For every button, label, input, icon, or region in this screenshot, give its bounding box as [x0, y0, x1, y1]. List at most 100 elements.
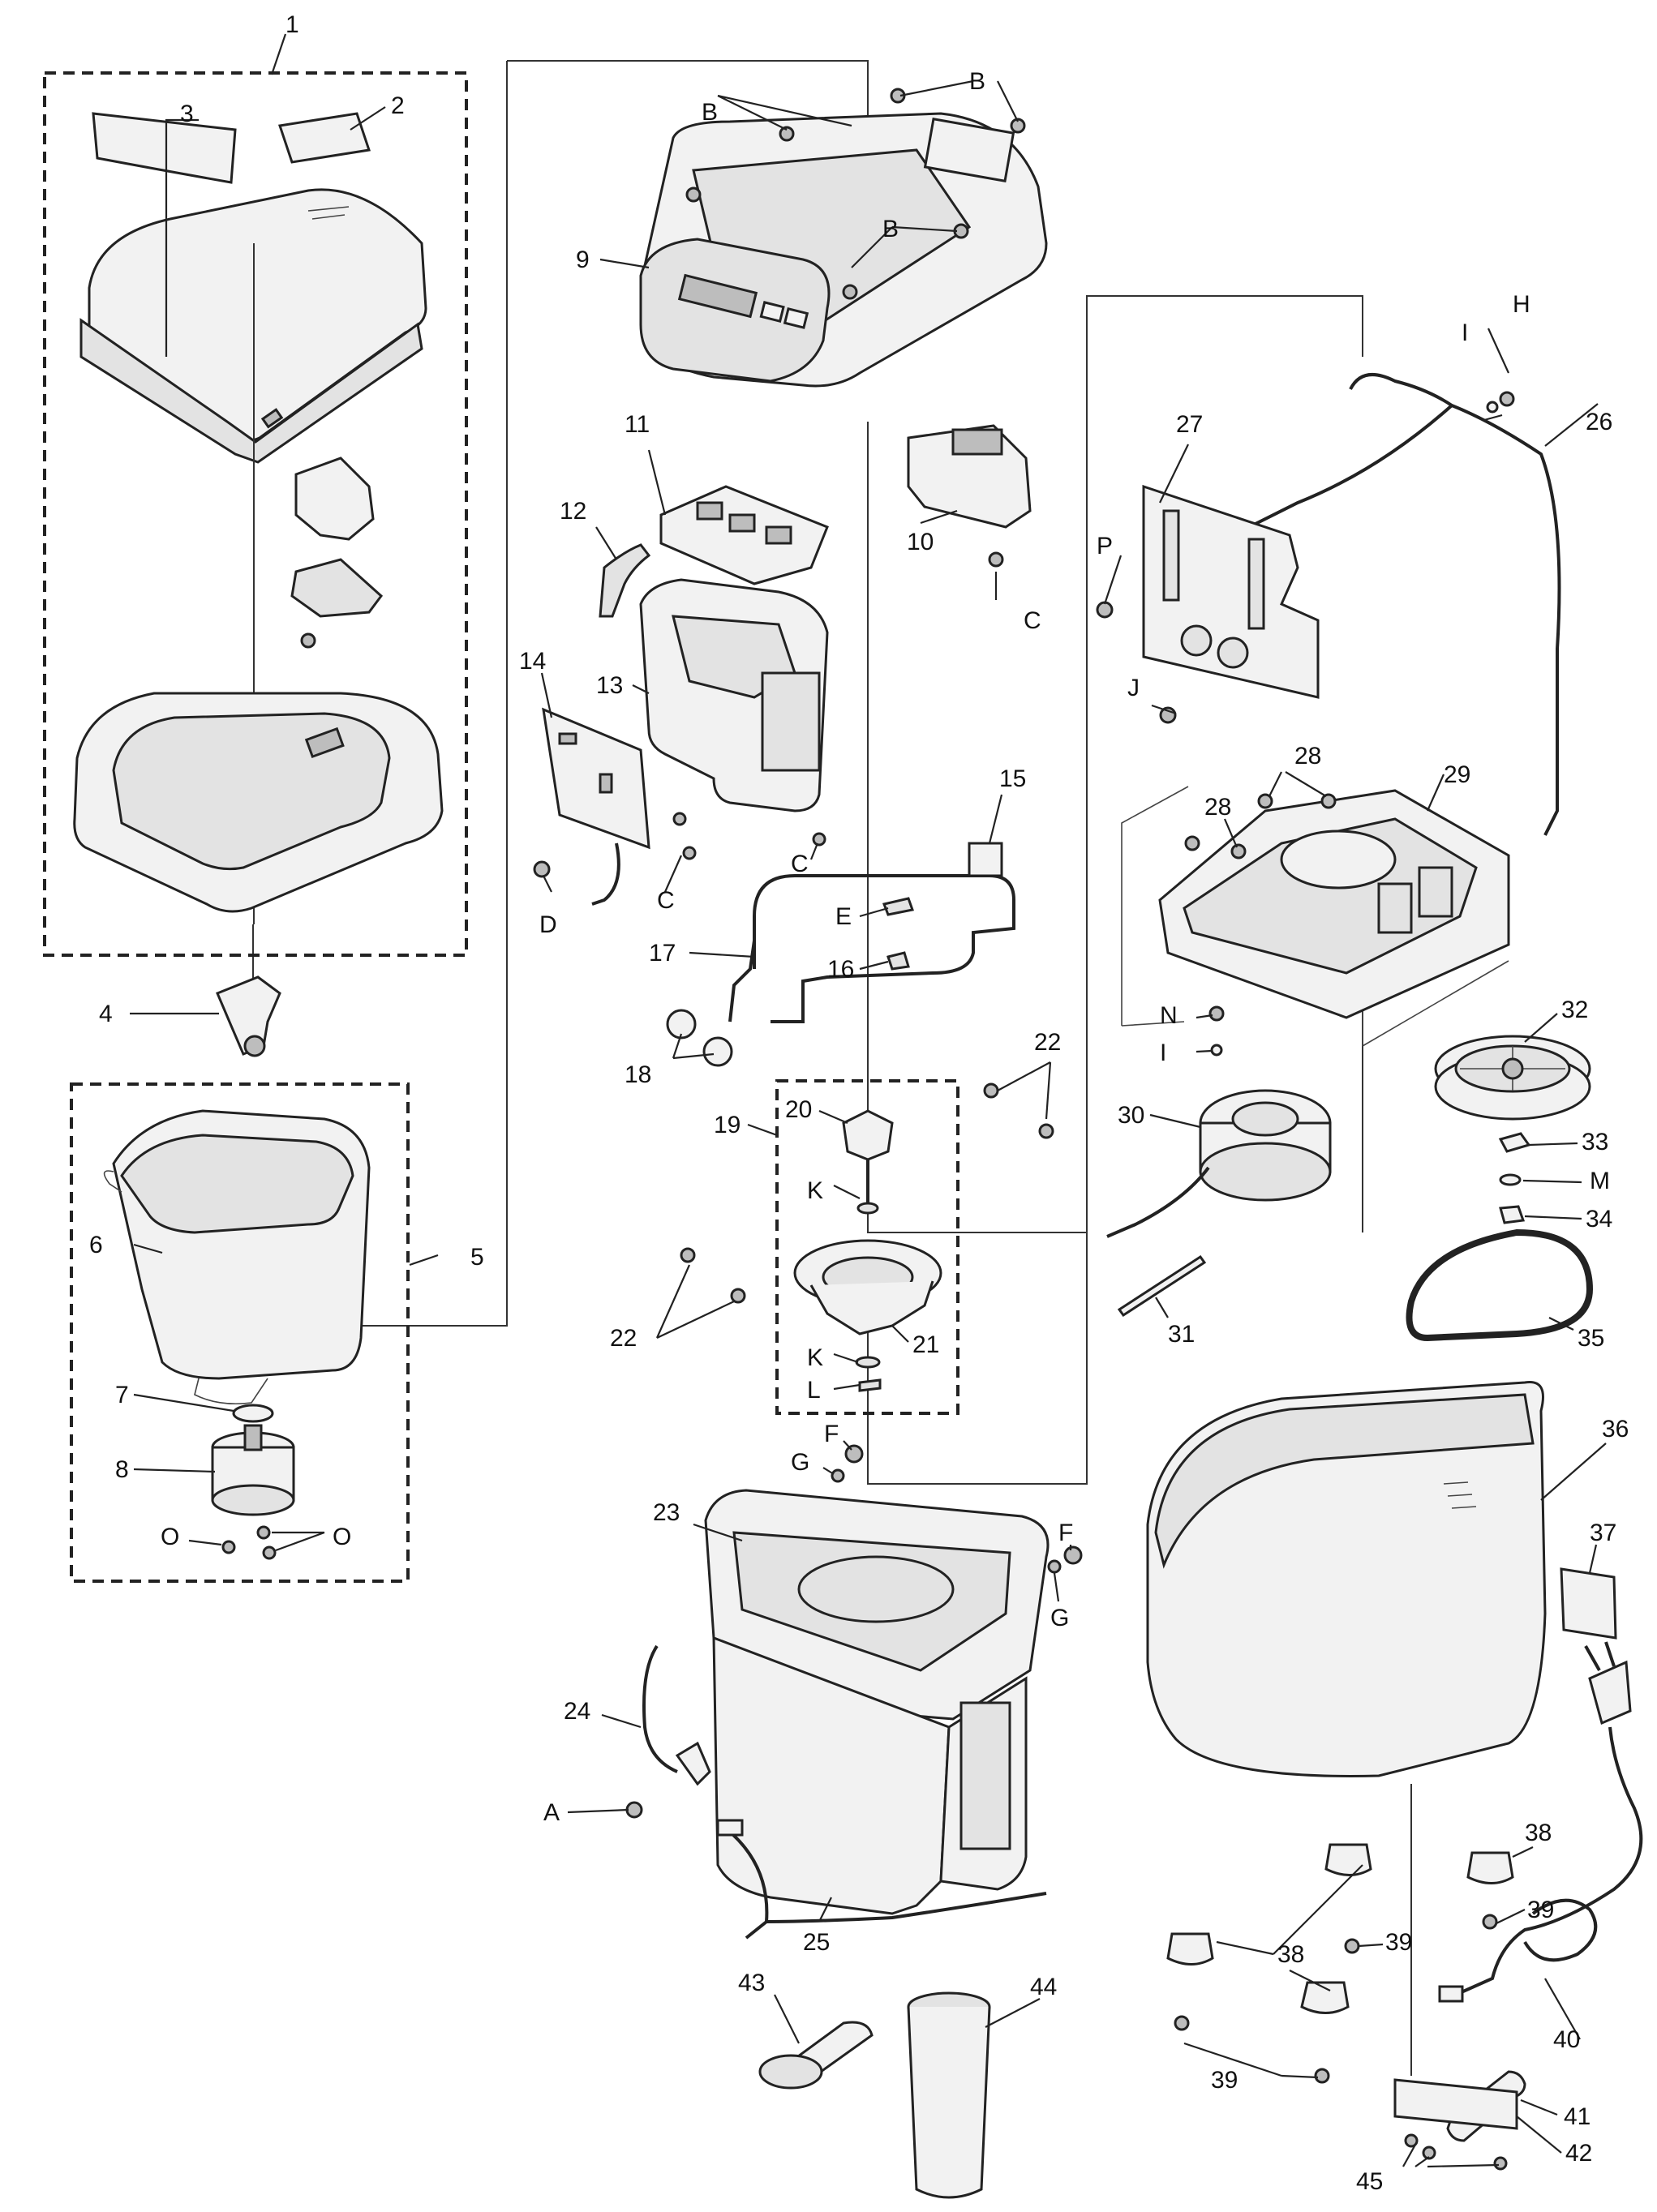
leader-lines [130, 33, 1607, 2168]
callout-21: 21 [912, 1331, 939, 1358]
label-f-top: F [824, 1421, 839, 1447]
callout-37: 37 [1590, 1520, 1616, 1546]
callout-42: 42 [1565, 2140, 1592, 2167]
label-k-bottom: K [807, 1344, 823, 1371]
power-cable-harness [1349, 373, 1561, 836]
top-frame-control-panel [639, 112, 1048, 388]
label-d: D [539, 911, 557, 938]
callout-20: 20 [785, 1096, 812, 1123]
main-case [1146, 1380, 1547, 1777]
label-f-right: F [1058, 1520, 1073, 1546]
screw-28-d [1230, 843, 1247, 860]
label-b-top-right: B [969, 68, 985, 95]
pcb-board [542, 707, 650, 906]
callout-3: 3 [180, 101, 194, 127]
callout-39-right: 39 [1527, 1897, 1554, 1923]
screw-a [625, 1801, 643, 1819]
label-part-3 [92, 112, 237, 184]
callout-32: 32 [1561, 997, 1588, 1023]
callout-44: 44 [1030, 1974, 1057, 2000]
screw-letter-labels: B B B C C C D E F F G G A H I I P J N K … [161, 68, 1610, 1826]
callout-24: 24 [564, 1698, 590, 1725]
oven-chamber [704, 1489, 1050, 1915]
callout-28-right: 28 [1294, 743, 1321, 769]
label-n: N [1160, 1002, 1178, 1029]
label-b-middle: B [882, 216, 899, 242]
callout-26: 26 [1586, 409, 1612, 435]
washer-33 [1498, 1132, 1531, 1153]
cord-bracket [1393, 2078, 1518, 2130]
label-k-top: K [807, 1177, 823, 1204]
label-a: A [543, 1799, 560, 1826]
lid-hinge [253, 243, 384, 924]
bracket-plate [1142, 484, 1320, 699]
label-m: M [1590, 1168, 1610, 1194]
rating-label [1560, 1567, 1617, 1640]
label-g-left: G [791, 1449, 809, 1476]
drive-belt [1406, 1228, 1594, 1342]
screw-22-c [680, 1247, 696, 1263]
callout-22-left: 22 [610, 1325, 637, 1352]
callout-17: 17 [649, 940, 676, 967]
callout-43: 43 [738, 1970, 765, 1996]
terminal-block [907, 424, 1032, 568]
callout-39-mid: 39 [1385, 1929, 1412, 1956]
callout-27: 27 [1176, 411, 1203, 438]
earth-wire [724, 1827, 1047, 1940]
control-housing [639, 578, 829, 812]
pan-assembly-box [70, 1082, 410, 1583]
screws-39 [1174, 1914, 1498, 2084]
power-cord [1438, 1641, 1643, 2003]
callout-15: 15 [999, 765, 1026, 792]
screw-c-2 [682, 846, 697, 860]
lid-part [79, 188, 427, 464]
screw-28-c [1184, 835, 1200, 851]
switch-board [659, 485, 829, 585]
earth-wire-terminal [716, 1819, 744, 1837]
screw-28-b [1320, 793, 1337, 809]
callout-6: 6 [89, 1232, 103, 1258]
label-o-right: O [333, 1524, 351, 1550]
callout-19: 19 [714, 1112, 740, 1138]
callout-23: 23 [653, 1499, 680, 1526]
label-p: P [1097, 533, 1113, 559]
screws-b [685, 88, 1026, 300]
callout-7: 7 [115, 1382, 129, 1408]
callout-45: 45 [1356, 2168, 1383, 2195]
bearing-assembly [793, 1109, 942, 1392]
callout-1: 1 [285, 11, 299, 38]
callout-8: 8 [115, 1456, 129, 1483]
nut-34 [1499, 1205, 1526, 1224]
washer-g-2 [1047, 1559, 1062, 1574]
callout-38-right: 38 [1525, 1820, 1552, 1846]
inner-lid [73, 692, 444, 913]
screw-p [1096, 601, 1114, 619]
label-l: L [807, 1377, 821, 1404]
nut-f-1 [844, 1444, 864, 1464]
bearing-assembly-box [775, 1079, 959, 1415]
label-g-right: G [1050, 1605, 1069, 1631]
screw-28-a [1257, 793, 1273, 809]
screw-22-d [730, 1288, 746, 1304]
callout-4: 4 [99, 1001, 113, 1027]
callout-labels: 1 2 3 4 5 6 7 8 9 10 11 12 13 14 15 16 1… [89, 11, 1629, 2195]
callout-35: 35 [1578, 1325, 1604, 1352]
callout-38-left: 38 [1277, 1941, 1304, 1968]
label-i-bottom: I [1160, 1040, 1166, 1066]
callout-29: 29 [1444, 761, 1470, 788]
pulley [1434, 1035, 1591, 1121]
label-b-top-left: B [702, 99, 718, 126]
label-o-left: O [161, 1524, 179, 1550]
callout-2: 2 [391, 92, 405, 119]
callout-22-top: 22 [1034, 1029, 1061, 1056]
heater-element [728, 842, 1015, 1023]
callout-36: 36 [1602, 1416, 1629, 1443]
bread-pan [103, 1109, 371, 1405]
screw-c-3 [812, 832, 826, 847]
ring-seal [232, 1404, 274, 1423]
power-cable-branch [1248, 404, 1453, 529]
thermistor [675, 1741, 711, 1786]
callout-10: 10 [907, 529, 934, 555]
drive-coupling [211, 1424, 295, 1560]
